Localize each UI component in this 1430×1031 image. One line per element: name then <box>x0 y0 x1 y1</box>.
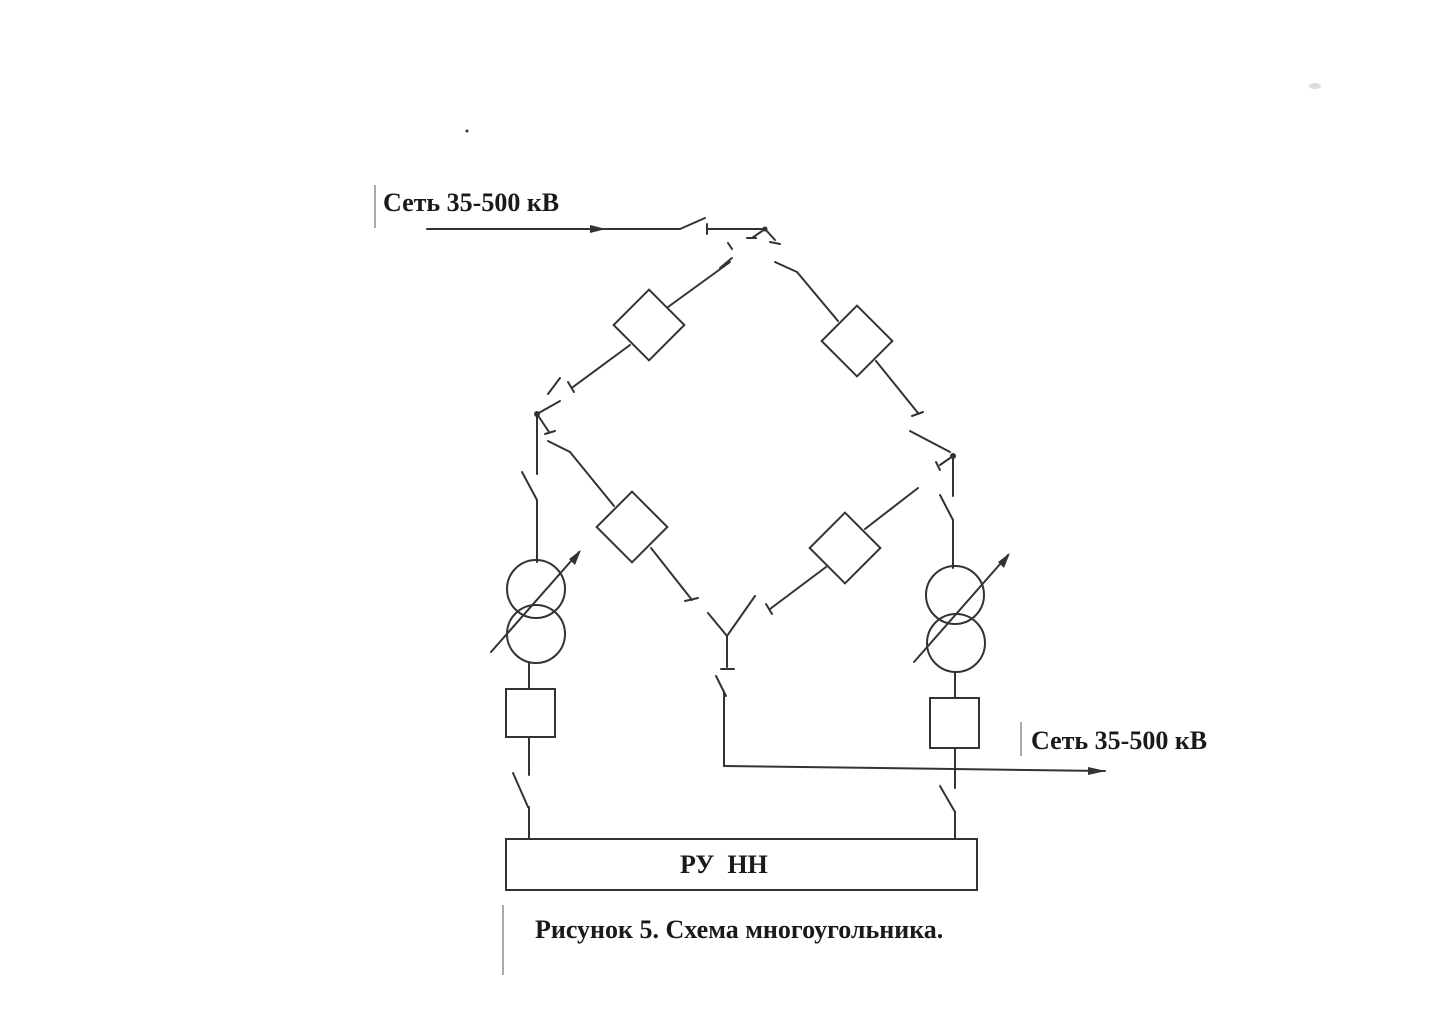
breaker-square <box>929 697 980 749</box>
disconnector-switch <box>939 494 954 521</box>
outgoing-line-right <box>723 765 1106 775</box>
node-bottom <box>707 595 756 767</box>
scan-smudge <box>1309 83 1321 89</box>
ru-nn-label: РУ НН <box>680 850 768 879</box>
ru-nn-bus <box>505 838 978 891</box>
disconnector-switch <box>939 785 956 813</box>
transformer-winding <box>506 559 566 619</box>
regulation-arrow <box>913 554 1009 663</box>
incoming-line-top <box>426 217 768 235</box>
circuit-breaker <box>595 490 669 564</box>
figure-caption: Рисунок 5. Схема многоугольника. <box>535 915 943 944</box>
arrow-icon <box>590 225 606 233</box>
transformer-branch-left <box>490 471 581 839</box>
top-node-disconnectors <box>719 228 781 269</box>
breaker-lower-left <box>569 451 699 602</box>
arrow-icon <box>569 550 581 565</box>
transformer-winding <box>506 604 566 664</box>
transformer-branch-right <box>913 494 1010 841</box>
circuit-breaker <box>612 288 686 362</box>
arrow-icon <box>1088 767 1106 775</box>
breaker-upper-right <box>774 261 924 417</box>
circuit-breaker <box>820 304 894 378</box>
disconnector-switch <box>512 772 529 808</box>
breaker-lower-right <box>765 487 919 615</box>
regulation-arrow <box>490 551 580 653</box>
breaker-upper-left <box>547 261 731 395</box>
arrow-icon <box>998 553 1010 568</box>
transformer-winding <box>925 565 985 625</box>
network-label-top: Сеть 35-500 кВ <box>383 188 559 217</box>
node-right <box>909 430 956 497</box>
disconnector-switch <box>521 471 538 501</box>
breaker-square <box>505 688 556 738</box>
network-label-right: Сеть 35-500 кВ <box>1031 726 1207 755</box>
node-left <box>534 400 571 475</box>
disconnector-switch <box>679 217 706 230</box>
circuit-breaker <box>808 511 882 585</box>
transformer-winding <box>926 613 986 673</box>
scan-dot <box>465 129 469 133</box>
